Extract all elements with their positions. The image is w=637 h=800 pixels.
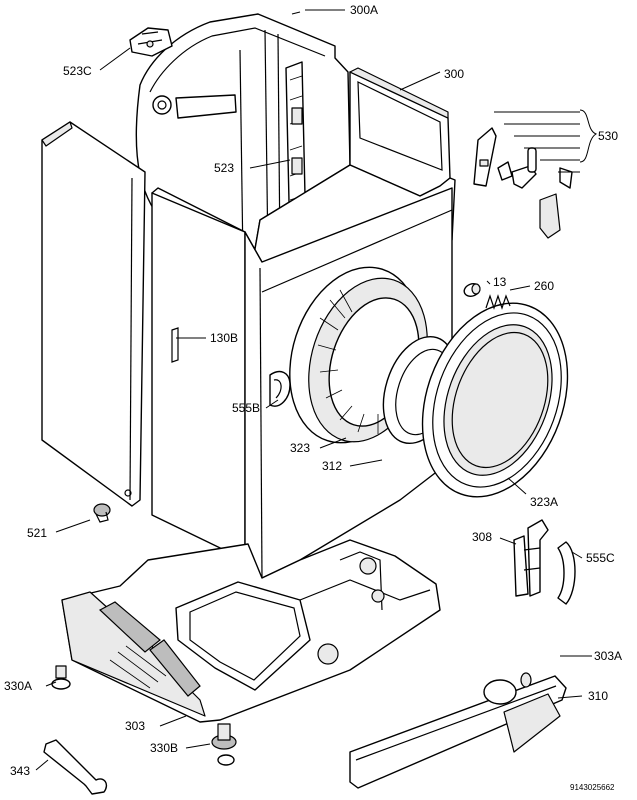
clip-523C (129, 27, 173, 57)
left-side-panel (41, 121, 146, 507)
screw-521 (93, 503, 111, 523)
label-523: 523 (214, 161, 234, 175)
label-323: 323 (290, 441, 310, 455)
hinge-308 (513, 519, 549, 597)
detergent-cover-310 (503, 693, 561, 753)
label-343: 343 (10, 764, 30, 778)
foot-330A (51, 665, 71, 690)
cap-13 (463, 283, 481, 297)
label-555C: 555C (586, 551, 615, 565)
label-530: 530 (598, 129, 618, 143)
label-330A: 330A (4, 679, 32, 693)
label-523C: 523C (63, 64, 92, 78)
label-300: 300 (444, 67, 464, 81)
label-521: 521 (27, 526, 47, 540)
label-330B: 330B (150, 741, 178, 755)
door-lock-group-530 (473, 127, 573, 239)
label-310: 310 (588, 689, 608, 703)
catch-555C (557, 541, 576, 605)
label-312: 312 (322, 459, 342, 473)
label-300A: 300A (350, 3, 378, 17)
callout-labels: 300A 300 523C 523 530 13 260 130B 555B 3… (4, 3, 622, 792)
diagram-code: 9143025662 (570, 783, 615, 792)
label-303: 303 (125, 719, 145, 733)
label-13: 13 (493, 275, 507, 289)
label-130B: 130B (210, 331, 238, 345)
base-frame-303 (61, 539, 441, 723)
control-panel-303A (349, 672, 567, 789)
spring-260 (485, 294, 511, 310)
label-260: 260 (534, 279, 554, 293)
leader-lines (35, 9, 598, 771)
label-303A: 303A (594, 649, 622, 663)
label-555B: 555B (232, 401, 260, 415)
label-308: 308 (472, 530, 492, 544)
door-323A (421, 302, 569, 498)
foot-330B (211, 723, 237, 766)
wrench-343 (43, 739, 108, 795)
label-323A: 323A (530, 495, 558, 509)
